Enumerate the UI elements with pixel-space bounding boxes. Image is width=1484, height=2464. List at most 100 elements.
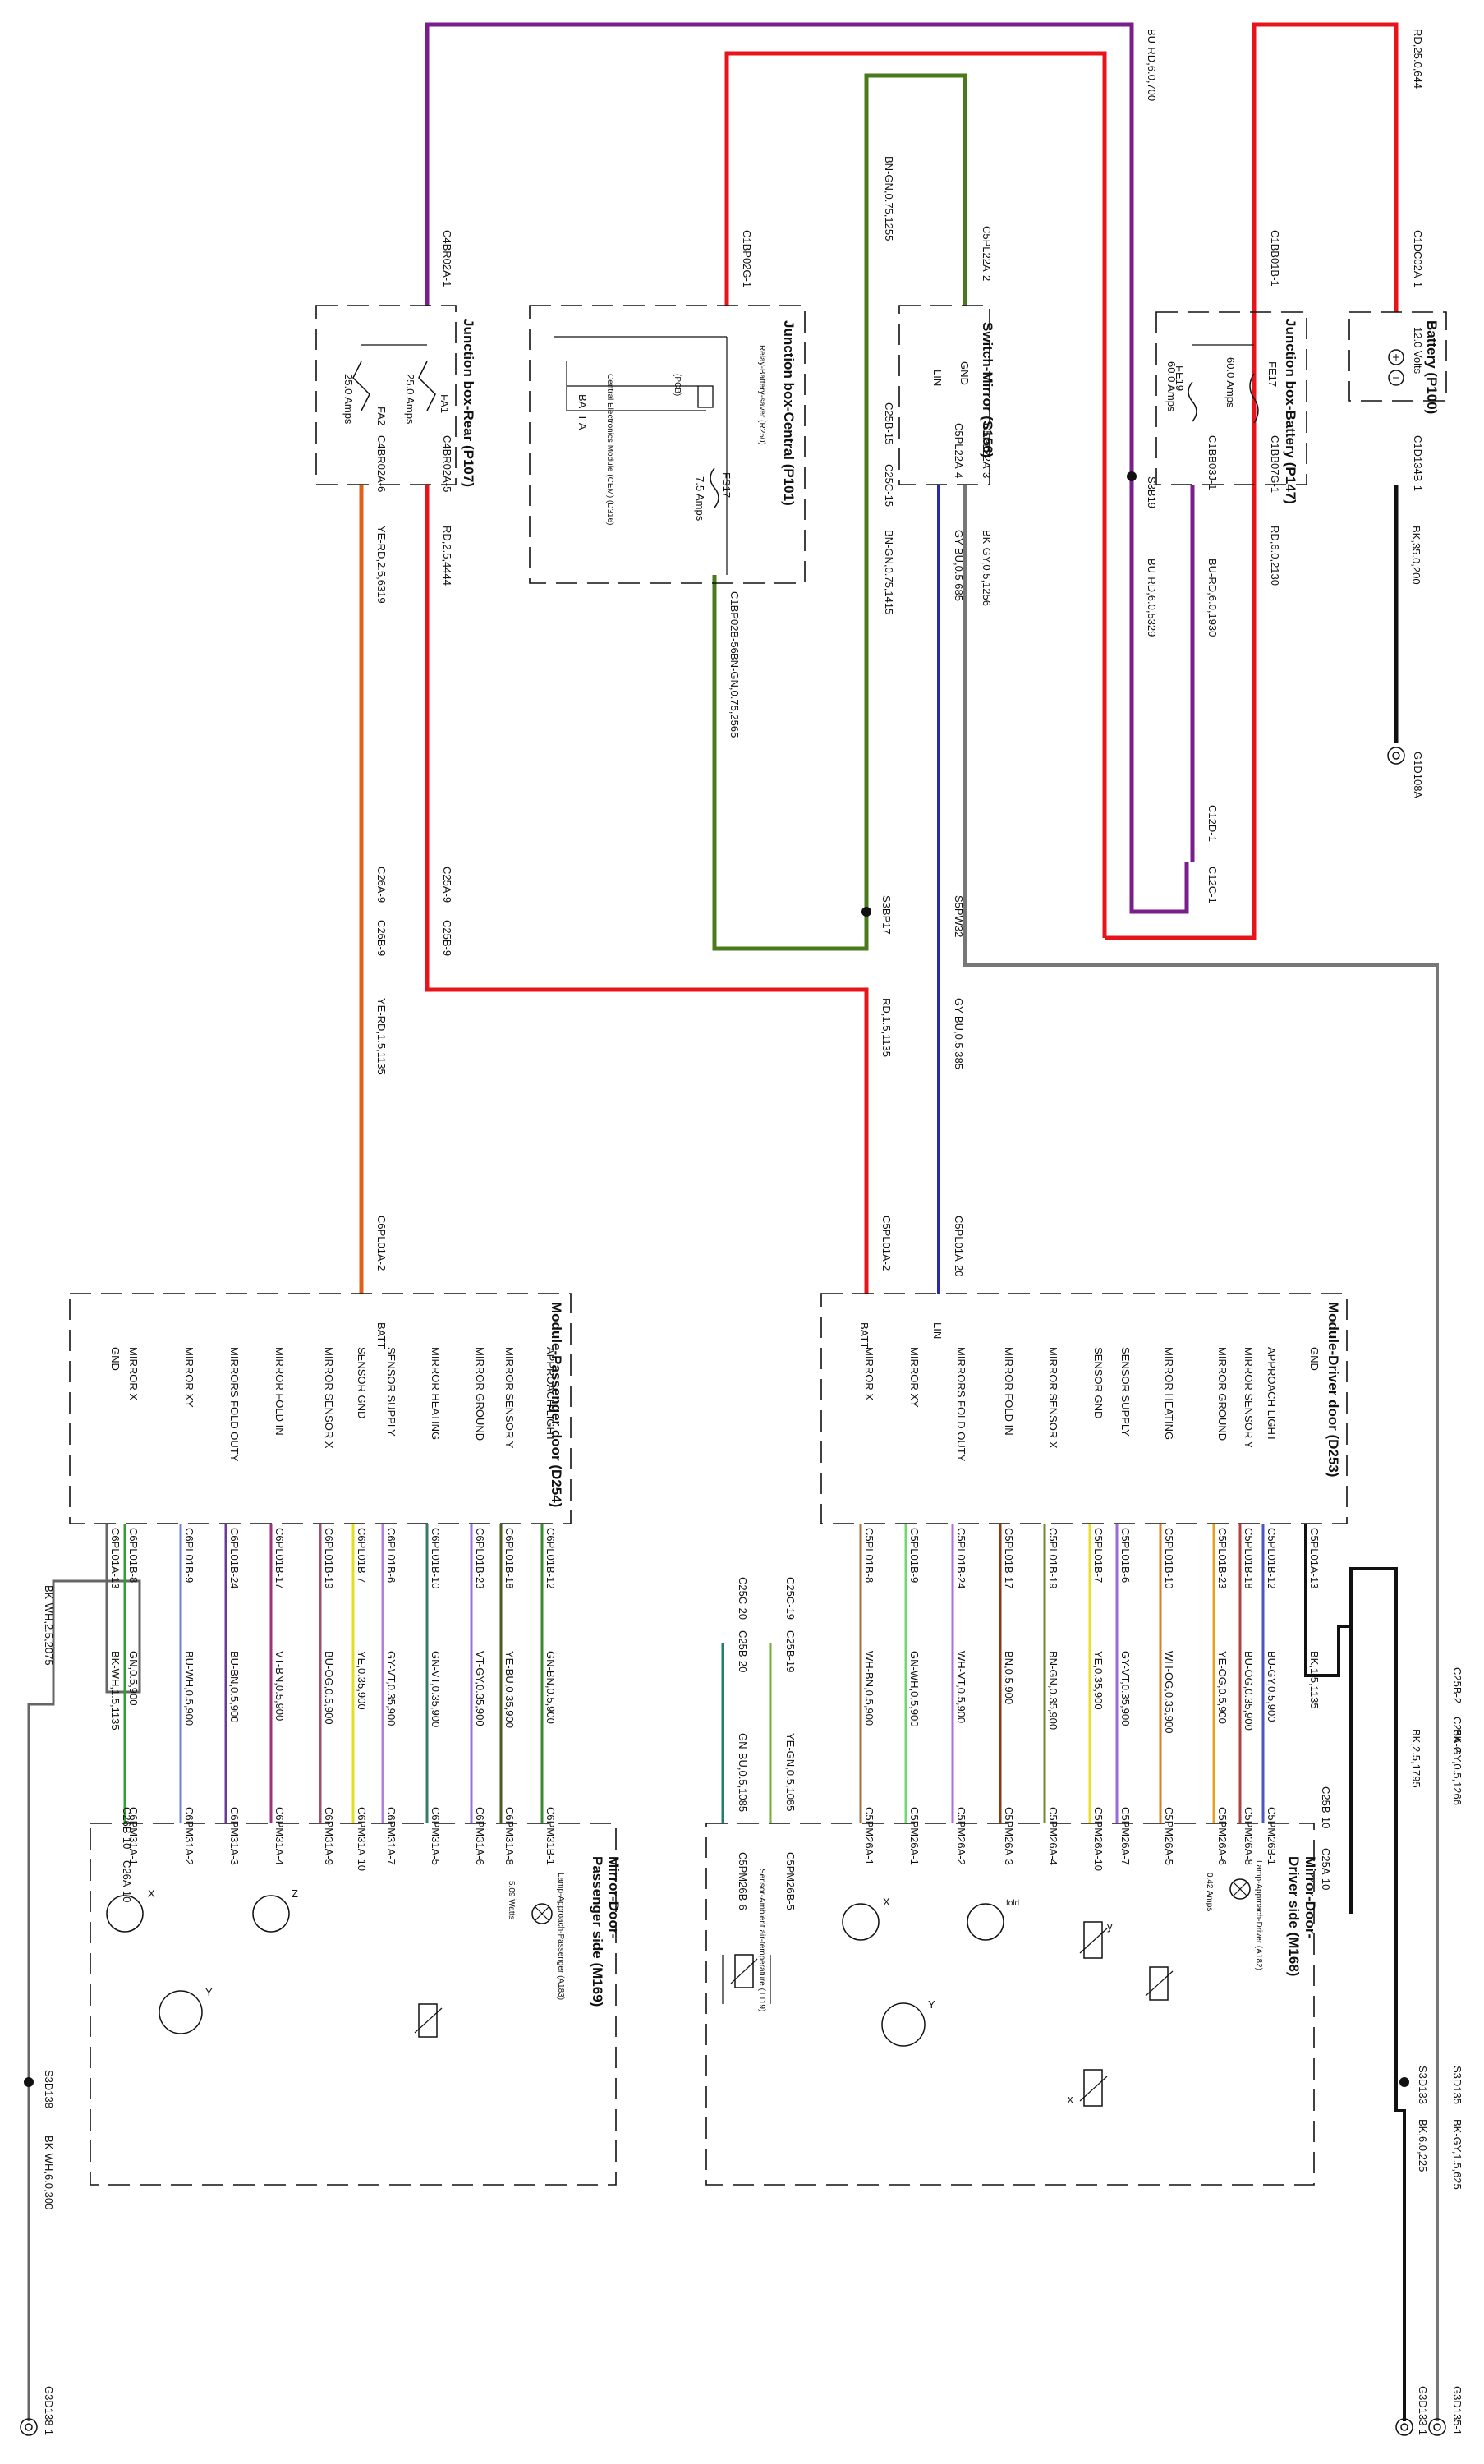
svg-text:X: X	[883, 1896, 890, 1908]
connector-label: C25A-2	[1451, 1717, 1463, 1753]
pin-wire: WH-VT,0.5,900	[955, 1651, 967, 1723]
connector-label: C1BP02B-56	[728, 591, 741, 654]
pin-wire: YE-OG,0.5,900	[1216, 1651, 1229, 1724]
pin-wire: WH-OG,0.35,900	[1163, 1651, 1175, 1733]
passenger-module-box	[69, 1293, 572, 1524]
fuse-fa2-id: FA2	[375, 407, 388, 425]
wire-label: RD,25.0,644	[1412, 29, 1424, 89]
pin-name: MIRROR SENSOR X	[323, 1347, 335, 1449]
connector-label: C25B-10	[1320, 1786, 1332, 1828]
wire-rd-rear	[425, 485, 869, 1294]
driver-mirror-title-2: Driver side (M168)	[1286, 1856, 1302, 1976]
pin-destination: C6PM31A-10	[356, 1807, 368, 1871]
fuse-fa1-rating: 25.0 Amps	[404, 374, 416, 425]
svg-text:Y: Y	[205, 1986, 213, 1998]
pin-destination: C5PM26A-1	[863, 1807, 875, 1865]
pin-wire: WH-BN,0.5,900	[863, 1651, 875, 1726]
driver-pin-wires	[721, 1524, 1307, 1823]
pin-destination: C5PM26B-1	[1266, 1807, 1278, 1865]
connector-label: C25B-9	[441, 920, 453, 956]
pin-wire: BN-GN,0.35,900	[1047, 1651, 1059, 1730]
pin-name: MIRROR FOLD IN	[1003, 1347, 1015, 1436]
fuse-fa1-id: FA1	[439, 394, 451, 413]
connector-label: C1D134B-1	[1412, 435, 1424, 491]
wire-label: BN-GN,0.75,1415	[883, 530, 895, 614]
svg-text:y: y	[1107, 1920, 1113, 1933]
pin-connector: C5PL01B-19	[1047, 1528, 1059, 1588]
driver-motor-x-icon: X	[842, 1896, 890, 1941]
pin-connector: C6PL01B-6	[385, 1528, 397, 1583]
wire-label: BK,6.0,225	[1417, 2119, 1429, 2172]
wire-label: RD,6.0,2130	[1269, 526, 1281, 586]
wire-label: RD,1.5,1135	[880, 998, 893, 1057]
connector-label: C5PL22A-4	[953, 423, 965, 478]
wire-label: BK-GY,1.5,625	[1451, 2119, 1463, 2190]
pin-wire: YE,0.35,900	[356, 1651, 368, 1710]
driver-mirror-box	[705, 1823, 1315, 2186]
switch-lin-label: LIN	[931, 370, 944, 386]
pin-destination: C6PM31A-8	[503, 1807, 516, 1865]
connector-label: C1BB07G-1	[1269, 435, 1281, 493]
pin-destination: C5PM26A-8	[1243, 1807, 1255, 1865]
wire-rd-central	[724, 51, 1107, 938]
connector-label: C5PL22A-2	[981, 226, 993, 281]
connector-label: G1D108A	[1412, 752, 1424, 798]
connector-label: S3D133	[1417, 2066, 1429, 2104]
pin-connector: C5PL01B-23	[1216, 1528, 1229, 1588]
wire-label: BU-RD,6.0,1930	[1206, 559, 1219, 637]
connector-label: S5PW32	[953, 895, 965, 937]
pin-wire: BU-OG,0.5,900	[323, 1651, 335, 1725]
pin-name: SENSOR SUPPLY	[385, 1347, 397, 1437]
pin-connector: C6PL01A-13	[109, 1528, 122, 1588]
connector-label: C6PL01A-2	[375, 1216, 388, 1271]
relay-label: Relay-Battery-saver (R250)	[757, 345, 766, 445]
pin-name: SENSOR GND	[356, 1347, 368, 1418]
pin-connector: C6PL01B-19	[323, 1528, 335, 1588]
wire-bk-wh	[27, 1524, 141, 2421]
wire-label: BU-RD,6.0,5329	[1146, 559, 1158, 637]
pin-connector: C6PL01B-18	[503, 1528, 516, 1588]
pin-destination: C5PM26A-10	[1092, 1807, 1105, 1871]
fuse-fa2-icon	[352, 361, 370, 411]
passenger-module-title: Module-Passenger door (D254)	[549, 1302, 564, 1507]
switch-mirror-box	[898, 305, 990, 485]
connector-label: S3BP17	[880, 895, 893, 935]
connector-label: S3D138	[43, 2070, 55, 2108]
connector-label: G3D138-1	[43, 2386, 55, 2435]
pin-connector: C6PL01B-23	[474, 1528, 486, 1588]
pin-connector: C6PL01B-9	[183, 1528, 195, 1583]
pin-name: MIRROR X	[863, 1347, 875, 1400]
connector-label: C26B-10	[121, 1807, 133, 1849]
pin-wire: BU-BN,0.5,900	[228, 1651, 241, 1722]
wire-label: BK-WH,2.5,2075	[43, 1585, 55, 1666]
driver-module-box	[820, 1293, 1348, 1524]
pin-connector: C5PL01B-7	[1092, 1528, 1105, 1583]
svg-text:Z: Z	[292, 1887, 298, 1900]
connector-label: C1BB01B-1	[1269, 230, 1281, 287]
pin-destination: C6PM31A-5	[430, 1807, 442, 1865]
pin-wire: BU-WH,0.5,900	[183, 1651, 195, 1726]
connector-label: C5PL01A-20	[953, 1216, 965, 1276]
pin-name: MIRROR HEATING	[430, 1347, 442, 1440]
driver-lamp-power: 0.42 Amps	[1205, 1873, 1214, 1911]
ambient-dest-1: C5PM26B-5	[784, 1852, 797, 1910]
pin-wire: GY-VT,0.35,900	[1119, 1651, 1132, 1726]
pin-wire: BK-WH,1.5,1135	[109, 1651, 122, 1731]
pin-destination: C6PM31B-1	[544, 1807, 557, 1865]
pin-connector: C6PL01B-24	[228, 1528, 241, 1588]
passenger-heater-icon	[414, 2003, 443, 2038]
fuse-fa1-icon	[418, 361, 436, 411]
ambient-sensor-label: Sensor-Ambient air-temperature (T119)	[757, 1869, 766, 2011]
passenger-pin-wires	[123, 1524, 544, 1823]
pin-destination: C5PM26A-6	[1216, 1807, 1229, 1865]
pin-connector: C5PL01B-8	[863, 1528, 875, 1583]
passenger-mirror-box	[90, 1823, 617, 2186]
pin-connector: C6PL01B-17	[273, 1528, 286, 1588]
jb-rear-box	[315, 305, 457, 485]
pin-connector: C5PL01A-13	[1308, 1528, 1321, 1588]
switch-mirror-title: Switch-Mirror (S156)	[980, 322, 995, 457]
fuse-fe19-icon	[1188, 381, 1197, 422]
passenger-lamp-label: Lamp-Approach-Passenger (A183)	[556, 1873, 565, 2000]
pin-connector: C6PL01B-12	[544, 1528, 557, 1588]
